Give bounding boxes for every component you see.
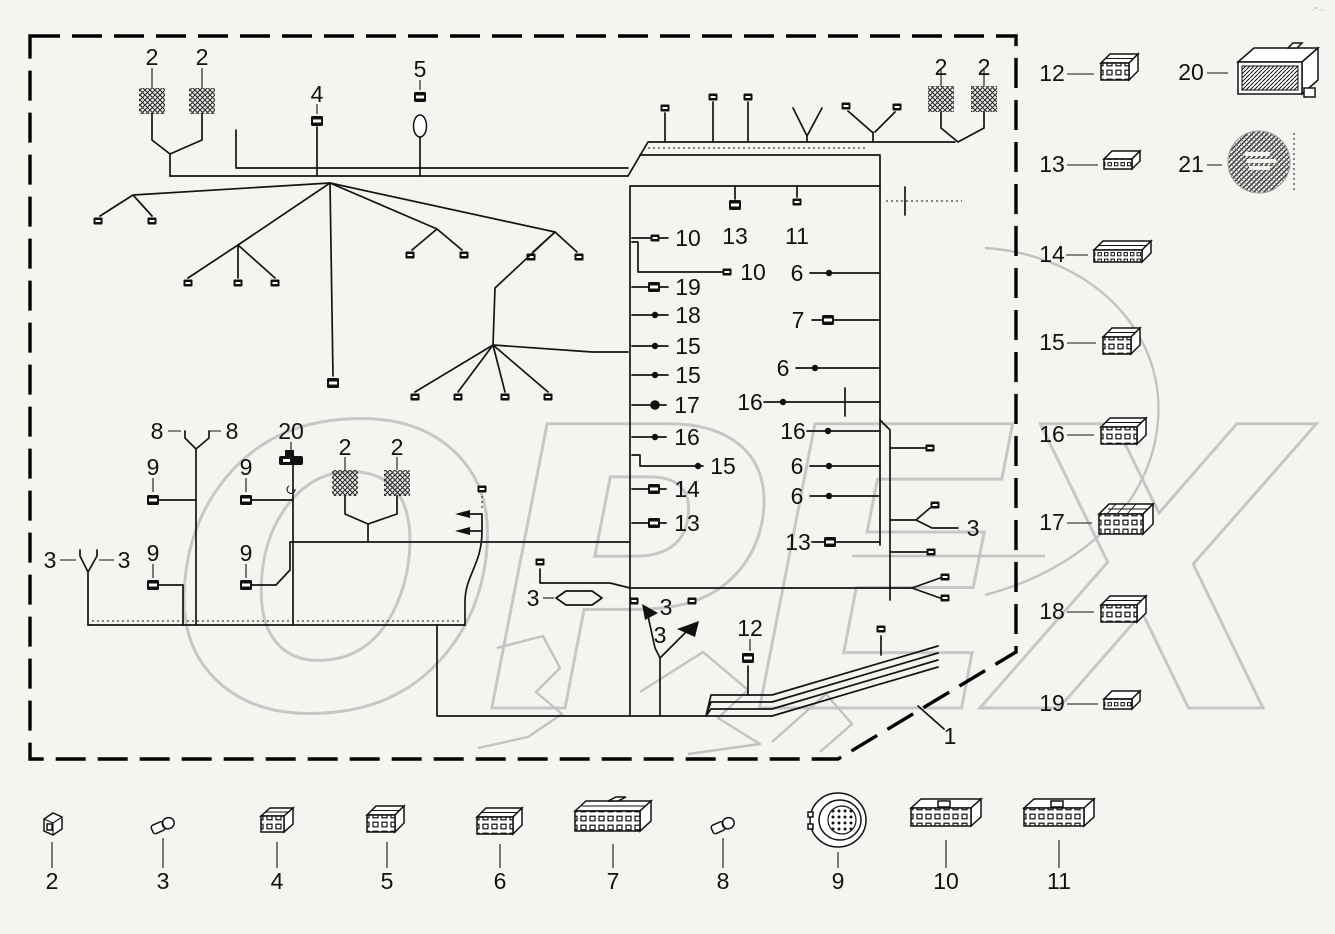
connector-4-icon	[260, 807, 294, 833]
callout: 20	[278, 418, 304, 444]
connector-11-icon	[1023, 798, 1095, 827]
callout: 11	[785, 223, 809, 249]
legend-num: 6	[494, 868, 507, 894]
callout: 14	[674, 476, 700, 502]
legend-num: 16	[1039, 421, 1065, 447]
legend-num: 11	[1047, 868, 1071, 894]
callout: 9	[147, 454, 160, 480]
grommet-21-icon	[1227, 130, 1291, 194]
connector-18-icon	[1100, 595, 1147, 623]
callout: 2	[146, 44, 159, 70]
terminal-8-icon	[709, 815, 737, 837]
callout: 18	[675, 302, 701, 328]
connector-5-icon	[366, 805, 405, 833]
callout: 3	[44, 547, 57, 573]
connector-14-icon	[1093, 240, 1152, 263]
callout: 7	[792, 307, 805, 333]
callout: 8	[226, 418, 239, 444]
connector-7-icon	[574, 796, 652, 832]
callout: 9	[240, 454, 253, 480]
legend-num: 2	[46, 868, 59, 894]
callout: 13	[722, 223, 748, 249]
harness-wiring	[60, 68, 997, 717]
callout: 2	[196, 44, 209, 70]
connector-19-icon	[1103, 690, 1141, 710]
legend-num: 10	[933, 868, 959, 894]
callout: 6	[791, 483, 804, 509]
legend-num: 18	[1039, 598, 1065, 624]
callout: 16	[780, 418, 806, 444]
legend-num: 17	[1039, 509, 1065, 535]
callout: 17	[674, 392, 700, 418]
callout: 3	[654, 622, 667, 648]
terminal-3-icon	[149, 815, 177, 837]
callout: 9	[147, 540, 160, 566]
legend-num: 8	[717, 868, 730, 894]
callout: 15	[675, 362, 701, 388]
callout: 6	[791, 260, 804, 286]
connector-2-icon	[43, 812, 63, 836]
callout: 5	[414, 56, 427, 82]
connector-17-icon	[1098, 503, 1154, 535]
callout: 2	[978, 54, 991, 80]
legend-num: 15	[1039, 329, 1065, 355]
callout: 3	[660, 594, 673, 620]
connector-12-icon	[1100, 53, 1139, 81]
callout: 15	[710, 453, 736, 479]
callout: 16	[737, 389, 763, 415]
corner-mark: ·° ···	[1312, 6, 1326, 14]
legend-num: 3	[157, 868, 170, 894]
splice-tape-mark	[189, 88, 215, 114]
callout: 2	[339, 434, 352, 460]
callout: 19	[675, 274, 701, 300]
callout: 12	[737, 615, 763, 641]
callout: 8	[151, 418, 164, 444]
callout: 15	[675, 333, 701, 359]
callout: 2	[935, 54, 948, 80]
legend-num: 20	[1178, 59, 1204, 85]
legend-num: 12	[1039, 60, 1065, 86]
legend-num: 13	[1039, 151, 1065, 177]
callout: 13	[785, 529, 811, 555]
connector-16-icon	[1100, 417, 1147, 445]
callout: 3	[967, 515, 980, 541]
callout: 2	[391, 434, 404, 460]
connector-10-icon	[910, 798, 982, 827]
bottom-legend-row: 2 3 4 5 6 7 8 9 10 11	[43, 792, 1095, 894]
harness-boundary	[28, 34, 1018, 761]
connector-13-icon	[1103, 150, 1141, 170]
legend-num: 9	[832, 868, 845, 894]
callout: 4	[311, 81, 324, 107]
legend-num: 5	[381, 868, 394, 894]
callout: 16	[674, 424, 700, 450]
callout: 3	[527, 585, 540, 611]
callout: 10	[740, 259, 766, 285]
splice-tape-mark	[139, 88, 165, 114]
relay-20-icon	[1237, 42, 1319, 98]
connector-15-icon	[1102, 327, 1141, 355]
callout: 6	[777, 355, 790, 381]
legend-num: 4	[271, 868, 284, 894]
legend-num: 19	[1039, 690, 1065, 716]
callout-1-leader	[917, 705, 945, 730]
legend-num: 14	[1039, 241, 1065, 267]
legend-num: 21	[1178, 151, 1204, 177]
callout: 10	[675, 225, 701, 251]
callout-labels: 2 2 4 5 2 2 10 13 11 10 19 18 15 15 17 1…	[44, 44, 991, 749]
round-connector-9-icon	[807, 792, 867, 848]
callout: 1	[944, 723, 957, 749]
legend-num: 7	[607, 868, 620, 894]
callout: 9	[240, 540, 253, 566]
callout: 13	[674, 510, 700, 536]
right-legend-column: 12 13 14 15 16 17 18 19 20 21	[1039, 42, 1319, 716]
callout: 6	[791, 453, 804, 479]
callout: 3	[118, 547, 131, 573]
connector-6-icon	[476, 807, 523, 835]
